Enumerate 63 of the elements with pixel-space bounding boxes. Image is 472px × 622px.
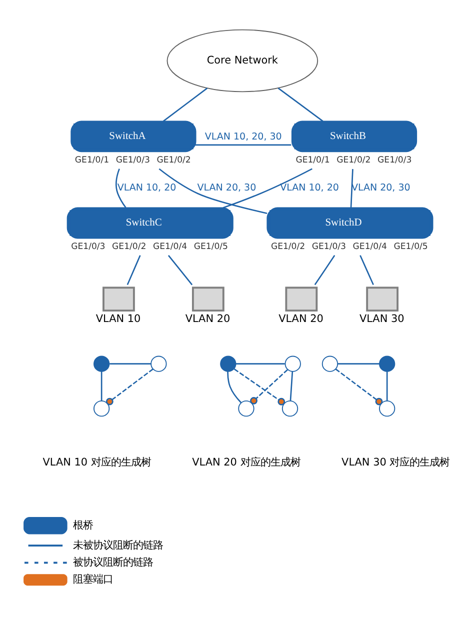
node-circle — [378, 355, 396, 372]
connector — [350, 168, 354, 208]
connector — [290, 370, 294, 400]
edge-label: VLAN 10, 20, 30 — [204, 130, 282, 142]
connector — [250, 368, 288, 404]
connector — [227, 371, 242, 403]
connector — [162, 87, 208, 122]
label: VLAN 20 对应的生成树 — [192, 456, 300, 468]
node-circle — [150, 355, 167, 372]
connector — [168, 254, 193, 285]
connector — [110, 362, 151, 364]
node-circle — [378, 400, 396, 416]
node-label: VLAN 10 — [96, 312, 141, 324]
node-label: GE1/0/5 — [394, 241, 428, 252]
node-label: GE1/0/2 — [270, 241, 306, 252]
connector — [278, 87, 324, 122]
edge-label: VLAN 10, 20 — [117, 182, 176, 194]
node-label: VLAN 30 — [359, 312, 404, 324]
edge-label: VLAN 20, 30 — [351, 182, 410, 194]
node-label: GE1/0/2 — [336, 154, 371, 165]
node-label: GE1/0/3 — [312, 241, 346, 252]
node-label: GE1/0/3 — [378, 154, 412, 165]
node-ellipse: Core Network — [166, 28, 318, 92]
node-label: GE1/0/4 — [152, 241, 188, 252]
connector — [158, 168, 268, 214]
connector — [234, 368, 286, 405]
node-label: VLAN 20 — [185, 312, 230, 324]
connector — [126, 254, 141, 285]
node-label: VLAN 20 — [278, 312, 324, 324]
node-circle — [284, 355, 301, 372]
node-circle — [322, 355, 338, 372]
legend-label: 未被协议阻断的链路 — [73, 538, 164, 551]
connector — [338, 362, 380, 364]
connector — [335, 368, 383, 405]
node-label: GE1/0/3 — [71, 241, 106, 252]
label: VLAN 10 对应的生成树 — [42, 456, 151, 468]
node-circle — [94, 400, 110, 416]
connector — [222, 168, 312, 208]
connector — [195, 144, 292, 146]
edge-label: VLAN 20, 30 — [197, 182, 256, 194]
legend-label: 被协议阻断的链路 — [73, 556, 154, 568]
node-label: GE1/0/3 — [116, 154, 150, 165]
connector — [100, 370, 102, 400]
connector — [116, 168, 126, 208]
legend-label: 根桥 — [73, 518, 94, 531]
node-label: GE1/0/5 — [194, 241, 228, 252]
node-circle — [282, 400, 298, 416]
connector — [236, 362, 285, 364]
connector — [386, 370, 388, 400]
connector — [314, 254, 336, 285]
node-circle — [220, 355, 236, 372]
edge-label: VLAN 10, 20 — [280, 182, 339, 194]
legend-label: 阻塞端口 — [73, 573, 114, 586]
node-label: GE1/0/2 — [156, 154, 191, 165]
node-label: GE1/0/4 — [352, 241, 387, 252]
node-label: GE1/0/1 — [74, 154, 110, 165]
connector — [106, 368, 154, 405]
node-label: GE1/0/1 — [296, 154, 330, 165]
connector — [360, 254, 374, 285]
node-label: GE1/0/2 — [112, 241, 146, 252]
label: VLAN 30 对应的生成树 — [342, 456, 450, 468]
node-circle — [94, 355, 110, 372]
node-circle — [238, 400, 254, 416]
